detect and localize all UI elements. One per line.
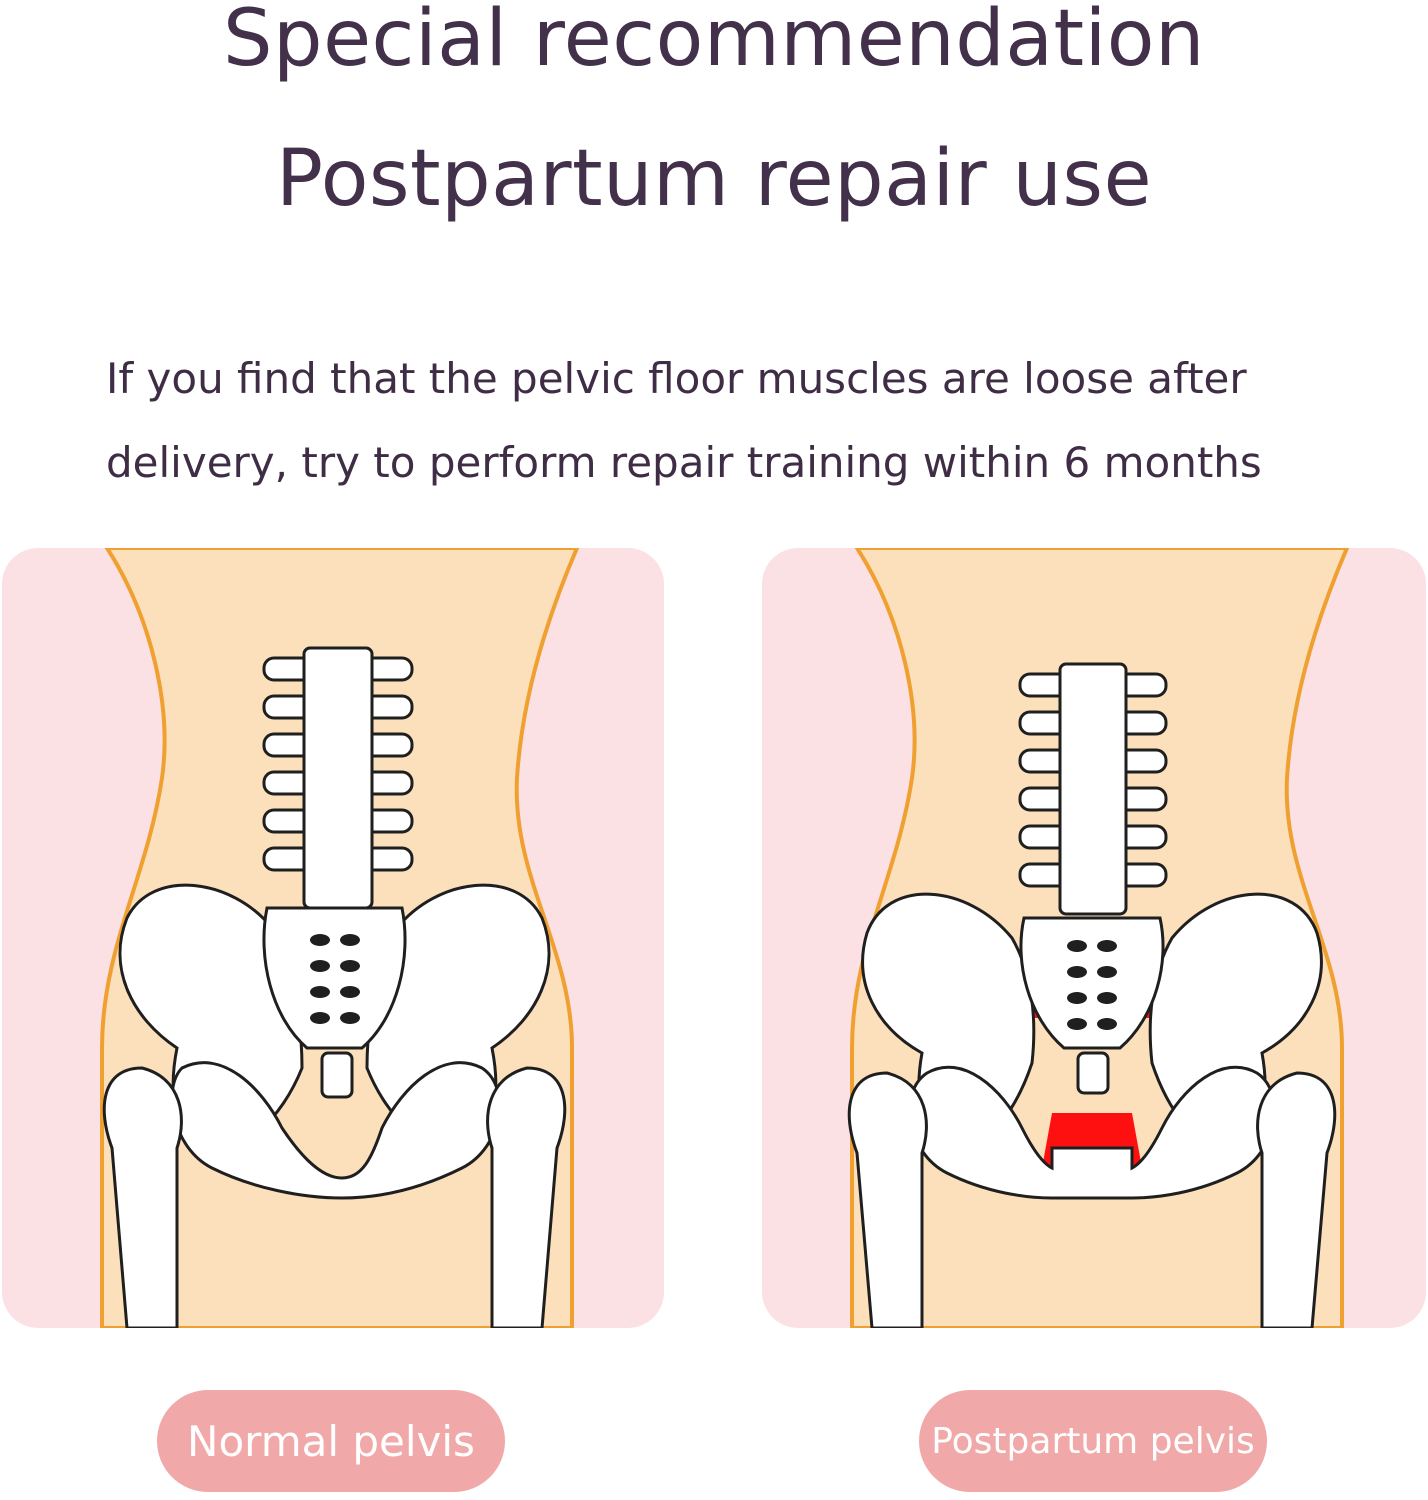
normal-pelvis-label: Normal pelvis xyxy=(157,1390,505,1492)
postpartum-pelvis-label: Postpartum pelvis xyxy=(919,1390,1267,1492)
normal-pelvis-svg xyxy=(2,548,664,1328)
spine xyxy=(262,646,414,910)
postpartum-pelvis-text: Postpartum pelvis xyxy=(931,1420,1255,1462)
description-line-2: delivery, try to perform repair training… xyxy=(106,438,1262,487)
sacral-foramina xyxy=(1067,940,1117,1030)
postpartum-pelvis-svg xyxy=(762,548,1426,1328)
description-line-1: If you find that the pelvic floor muscle… xyxy=(106,354,1247,403)
femurs xyxy=(102,1066,567,1328)
sacral-foramina xyxy=(310,934,360,1024)
title-line-2: Postpartum repair use xyxy=(275,134,1153,224)
spine xyxy=(1018,662,1168,916)
pelvis-bones xyxy=(861,892,1323,1200)
femurs xyxy=(847,1071,1337,1328)
postpartum-pelvis-illustration xyxy=(762,548,1426,1328)
pelvis-bones xyxy=(118,883,551,1200)
normal-pelvis-illustration xyxy=(2,548,664,1328)
title-line-1: Special recommendation xyxy=(223,0,1205,84)
normal-pelvis-text: Normal pelvis xyxy=(187,1416,475,1466)
